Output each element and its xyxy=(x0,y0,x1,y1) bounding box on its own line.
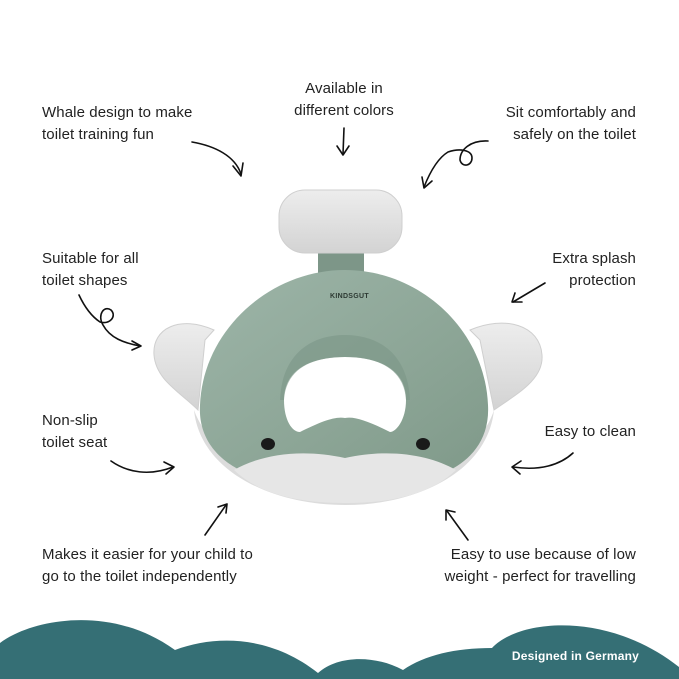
feature-text: protection xyxy=(569,272,636,289)
feature-text: safely on the toilet xyxy=(513,126,636,143)
arrow-shapes-icon xyxy=(78,294,142,351)
feature-text: Whale design to make xyxy=(42,104,193,121)
feature-text: weight - perfect for travelling xyxy=(444,568,636,585)
feature-shapes: Suitable for all toilet shapes xyxy=(42,248,139,292)
feature-independent: Makes it easier for your child to go to … xyxy=(42,544,253,588)
designed-in-germany-label: Designed in Germany xyxy=(511,649,639,663)
feature-text: toilet shapes xyxy=(42,272,128,289)
feature-text: Easy to use because of low xyxy=(450,546,636,563)
arrow-colors-icon xyxy=(336,127,350,156)
feature-colors: Available in different colors xyxy=(284,78,404,122)
feature-text: Non-slip xyxy=(42,412,98,429)
feature-text: different colors xyxy=(294,102,394,119)
feature-text: Makes it easier for your child to xyxy=(42,546,253,563)
feature-clean: Easy to clean xyxy=(545,421,636,443)
feature-text: Suitable for all xyxy=(42,250,139,267)
feature-nonslip: Non-slip toilet seat xyxy=(42,410,107,454)
arrow-clean-icon xyxy=(511,452,574,475)
feature-whale-design: Whale design to make toilet training fun xyxy=(42,102,192,146)
feature-text: toilet training fun xyxy=(42,126,154,143)
feature-text: Sit comfortably and xyxy=(505,104,636,121)
feature-travel: Easy to use because of low weight - perf… xyxy=(444,544,636,588)
arrow-splash-icon xyxy=(511,282,546,303)
arrow-travel-icon xyxy=(445,509,469,541)
arrow-nonslip-icon xyxy=(110,460,175,475)
feature-text: toilet seat xyxy=(42,434,108,451)
brand-logo: KINDSGUT xyxy=(330,293,369,300)
feature-text: Extra splash xyxy=(552,250,636,267)
feature-text: go to the toilet independently xyxy=(42,568,237,585)
feature-comfort: Sit comfortably and safely on the toilet xyxy=(506,102,636,146)
arrow-independent-icon xyxy=(204,503,228,536)
feature-splash: Extra splash protection xyxy=(552,248,636,292)
feature-text: Available in xyxy=(305,80,383,97)
feature-text: Easy to clean xyxy=(544,423,636,440)
arrow-whale-design-icon xyxy=(191,141,244,177)
arrow-comfort-icon xyxy=(421,140,489,189)
